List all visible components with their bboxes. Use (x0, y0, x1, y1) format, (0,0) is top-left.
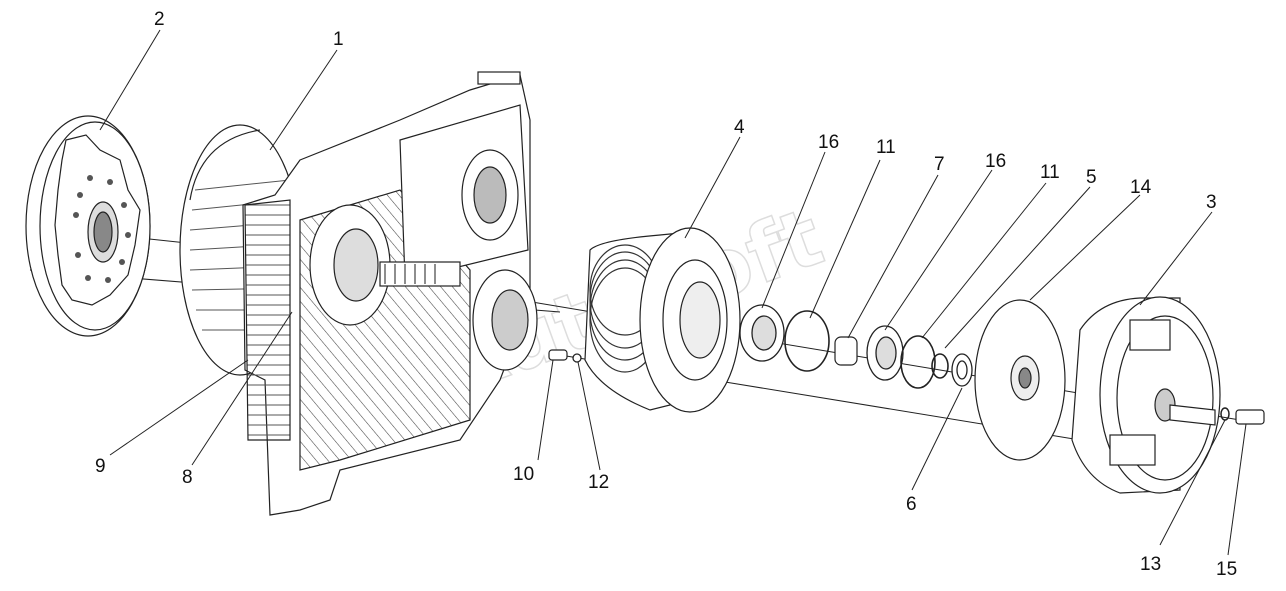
leader-lines (99, 29, 1247, 556)
callout-3: 3 (1206, 192, 1217, 213)
callout-12: 12 (588, 472, 609, 493)
callout-1: 1 (333, 29, 344, 50)
bolt-10 (548, 349, 568, 361)
sleeve-7 (834, 336, 858, 366)
callout-8: 8 (182, 467, 193, 488)
callout-4: 4 (734, 117, 745, 138)
gearbox-housing (179, 71, 538, 516)
fan-housing (1071, 296, 1221, 494)
callout-2: 2 (154, 9, 165, 30)
callout-16a: 16 (818, 132, 839, 153)
callout-13: 13 (1140, 554, 1161, 575)
bearing-16a (739, 304, 785, 362)
flywheel-disc (25, 115, 151, 337)
callout-6: 6 (906, 494, 917, 515)
washer-12 (572, 353, 582, 363)
seal-6 (951, 353, 973, 387)
callout-14: 14 (1130, 177, 1152, 198)
bearing-16b (866, 325, 904, 381)
ring-13 (1220, 407, 1230, 421)
callout-7: 7 (934, 154, 945, 175)
callout-15: 15 (1216, 559, 1237, 580)
fitting-15 (1235, 409, 1265, 425)
callout-9: 9 (95, 456, 106, 477)
callout-11a: 11 (876, 137, 896, 158)
callout-16b: 16 (985, 151, 1006, 172)
callout-5: 5 (1086, 167, 1097, 188)
callout-11b: 11 (1040, 162, 1060, 183)
ring-11a (784, 310, 830, 372)
callout-10: 10 (513, 464, 534, 485)
ring-5 (931, 353, 949, 379)
ring-11b (900, 335, 936, 389)
disc-14 (974, 299, 1066, 461)
cover-housing (584, 227, 741, 413)
